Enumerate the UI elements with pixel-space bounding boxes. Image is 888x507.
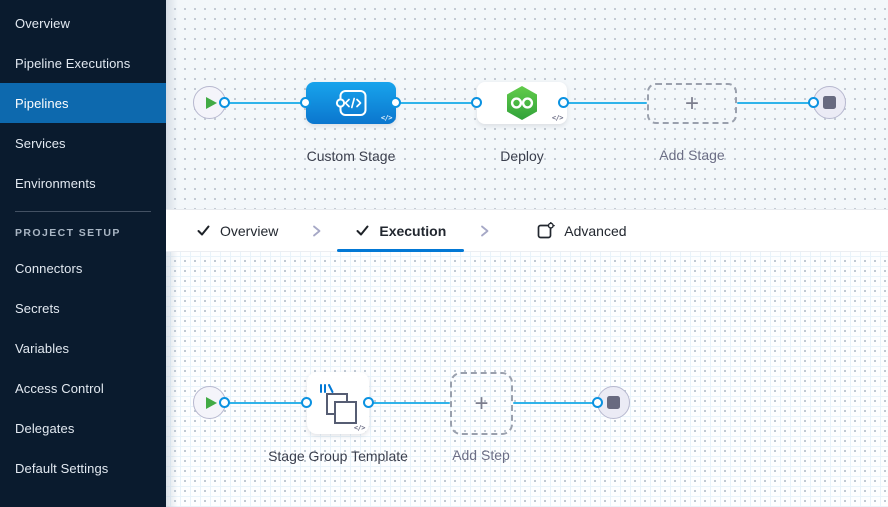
tab-label: Execution bbox=[379, 222, 447, 239]
edge bbox=[225, 402, 307, 404]
template-badge-icon bbox=[320, 384, 334, 393]
port[interactable] bbox=[808, 97, 819, 108]
add-step-label: Add Step bbox=[452, 447, 510, 463]
port[interactable] bbox=[219, 97, 230, 108]
tab-execution[interactable]: Execution bbox=[337, 210, 465, 252]
tab-advanced[interactable]: Advanced bbox=[519, 210, 644, 251]
tab-label: Overview bbox=[220, 222, 279, 239]
advanced-settings-icon bbox=[537, 222, 556, 239]
port[interactable] bbox=[301, 397, 312, 408]
port[interactable] bbox=[592, 397, 603, 408]
edge bbox=[369, 402, 450, 404]
sidebar-divider bbox=[15, 211, 151, 212]
chevron-right-icon bbox=[296, 210, 337, 251]
sidebar-item-variables[interactable]: Variables bbox=[15, 340, 70, 356]
edge bbox=[225, 102, 306, 104]
plus-icon: + bbox=[474, 389, 489, 417]
sidebar-item-environments[interactable]: Environments bbox=[15, 175, 96, 191]
port[interactable] bbox=[558, 97, 569, 108]
execution-canvas[interactable]: </> + Stage Group Template Add Step bbox=[166, 252, 888, 507]
code-badge: </> bbox=[353, 424, 366, 432]
step-label: Stage Group Template bbox=[268, 448, 408, 464]
edge bbox=[564, 102, 647, 104]
sidebar-item-services[interactable]: Services bbox=[15, 135, 66, 151]
pipeline-end-node[interactable] bbox=[813, 86, 846, 119]
play-icon bbox=[205, 96, 217, 109]
port[interactable] bbox=[300, 97, 311, 108]
main-area: </> </> + bbox=[166, 0, 888, 507]
sidebar-item-connectors[interactable]: Connectors bbox=[15, 260, 83, 276]
sidebar-item-secrets[interactable]: Secrets bbox=[15, 300, 60, 316]
stage-label: Deploy bbox=[500, 148, 544, 164]
port[interactable] bbox=[390, 97, 401, 108]
play-icon bbox=[205, 396, 217, 409]
sidebar-item-overview[interactable]: Overview bbox=[15, 15, 70, 31]
deploy-cd-icon bbox=[507, 86, 537, 120]
check-icon bbox=[197, 225, 210, 236]
chevron-right-icon bbox=[464, 210, 505, 251]
stage-config-tabbar: Overview Execution Advanced bbox=[166, 209, 888, 252]
stage-group-template-node[interactable]: </> bbox=[307, 372, 369, 434]
code-badge: </> bbox=[551, 114, 564, 122]
edge bbox=[737, 102, 814, 104]
tab-overview[interactable]: Overview bbox=[178, 210, 296, 251]
port[interactable] bbox=[471, 97, 482, 108]
stop-icon bbox=[607, 396, 620, 409]
code-badge: </> bbox=[380, 114, 393, 122]
plus-icon: + bbox=[684, 89, 699, 117]
sidebar: Overview Pipeline Executions Pipelines S… bbox=[0, 0, 166, 507]
sidebar-item-pipeline-executions[interactable]: Pipeline Executions bbox=[15, 55, 131, 71]
port[interactable] bbox=[219, 397, 230, 408]
add-step-button[interactable]: + bbox=[450, 372, 513, 435]
edge bbox=[396, 102, 477, 104]
add-stage-label: Add Stage bbox=[659, 147, 725, 163]
sidebar-item-delegates[interactable]: Delegates bbox=[15, 420, 75, 436]
stage-group-icon bbox=[320, 384, 357, 424]
custom-stage-node[interactable]: </> bbox=[306, 82, 396, 124]
stage-label: Custom Stage bbox=[306, 148, 396, 164]
stage-canvas[interactable]: </> </> + bbox=[166, 0, 888, 209]
port[interactable] bbox=[363, 397, 374, 408]
deploy-stage-node[interactable]: </> bbox=[477, 82, 567, 124]
tab-label: Advanced bbox=[564, 222, 627, 239]
custom-stage-icon bbox=[335, 90, 367, 116]
add-stage-button[interactable]: + bbox=[647, 83, 737, 124]
check-icon bbox=[356, 225, 369, 236]
execution-end-node[interactable] bbox=[597, 386, 630, 419]
sidebar-section-project-setup: PROJECT SETUP bbox=[15, 227, 121, 239]
sidebar-item-pipelines[interactable]: Pipelines bbox=[0, 83, 166, 123]
sidebar-item-default-settings[interactable]: Default Settings bbox=[15, 460, 109, 476]
stop-icon bbox=[823, 96, 836, 109]
edge bbox=[513, 402, 598, 404]
sidebar-item-access-control[interactable]: Access Control bbox=[15, 380, 104, 396]
